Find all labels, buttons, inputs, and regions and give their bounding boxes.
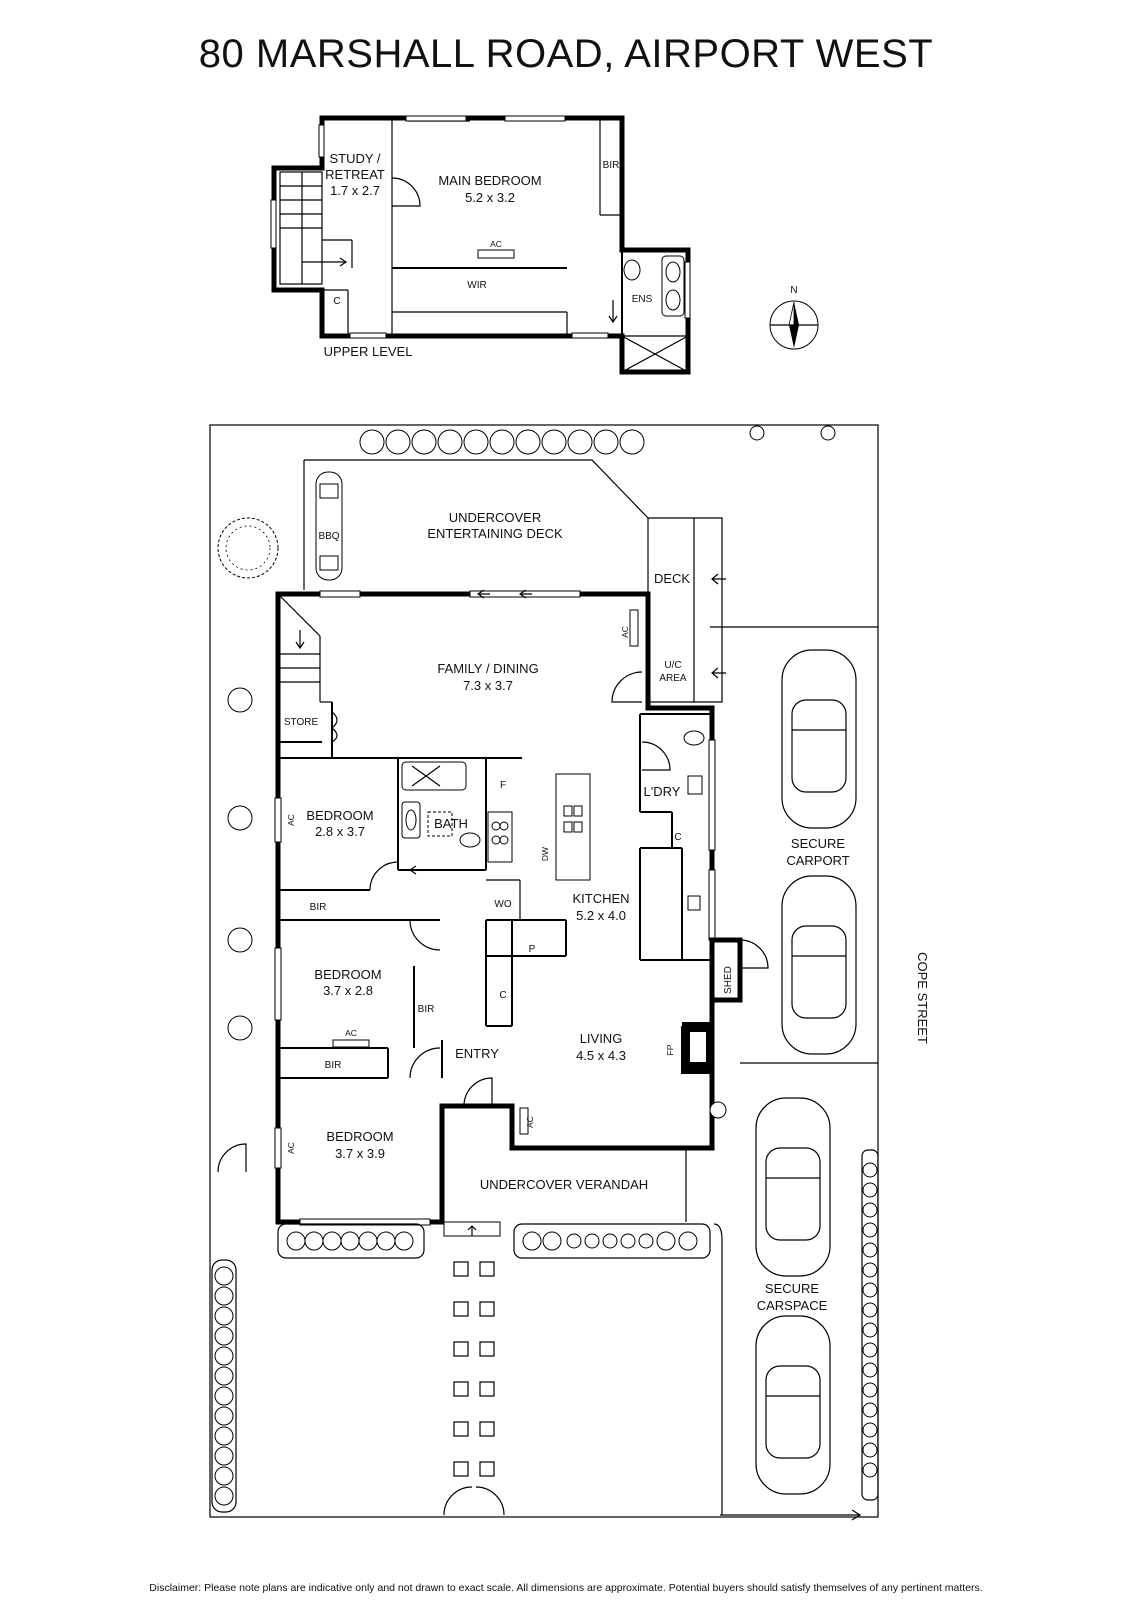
main-bedroom-dims: 5.2 x 3.2 (465, 190, 515, 205)
family-dining-dims: 7.3 x 3.7 (463, 678, 513, 693)
ground-level-plan: BBQ (209, 424, 930, 1521)
wo-label: WO (494, 899, 511, 910)
verandah-label: UNDERCOVER VERANDAH (480, 1177, 648, 1192)
bir1-label: BIR (310, 902, 327, 913)
ac-bed3-label: AC (286, 1142, 296, 1154)
pavers (443, 1261, 505, 1516)
interior-walls (278, 702, 712, 1079)
side-deck-label: DECK (654, 571, 690, 586)
uc-area-label-1: U/C (664, 660, 681, 671)
ac-bed1-label: AC (286, 814, 296, 826)
bbq-unit (315, 471, 343, 581)
carport-label-1: SECURE (791, 836, 846, 851)
laundry-c-label: C (674, 832, 681, 843)
car-2 (781, 875, 857, 1055)
uc-area-label-2: AREA (659, 673, 687, 684)
coat-c-label: C (499, 990, 506, 1001)
ground-stairs (279, 595, 338, 743)
upper-bir-label: BIR (603, 160, 620, 171)
car-4 (755, 1315, 831, 1495)
bath-fixtures (401, 761, 481, 848)
kitchen-label: KITCHEN (572, 891, 629, 906)
upper-level-plan: STUDY / RETREAT 1.7 x 2.7 MAIN BEDROOM 5… (270, 115, 691, 375)
bedroom2-dims: 3.7 x 2.8 (323, 983, 373, 998)
door-swings (217, 671, 769, 1173)
kitchen-dims: 5.2 x 4.0 (576, 908, 626, 923)
car-1 (781, 649, 857, 829)
shed-label: SHED (723, 966, 734, 994)
store-label: STORE (284, 717, 319, 728)
shed (709, 937, 743, 1003)
kitchen-fixtures (486, 730, 705, 920)
ac-family-label: AC (620, 626, 630, 638)
main-bedroom-label: MAIN BEDROOM (438, 173, 541, 188)
bedroom3-dims: 3.7 x 3.9 (335, 1146, 385, 1161)
kitchen-island (555, 773, 591, 881)
study-dims: 1.7 x 2.7 (330, 183, 380, 198)
right-hedge (861, 1149, 879, 1501)
front-hedge (277, 1223, 723, 1515)
entry-label: ENTRY (455, 1046, 499, 1061)
cope-street-label: COPE STREET (915, 952, 930, 1044)
ac-living-label: AC (525, 1116, 535, 1128)
bedroom1-dims: 2.8 x 3.7 (315, 824, 365, 839)
deck-label-1: UNDERCOVER (449, 510, 541, 525)
study-label-2: RETREAT (325, 167, 385, 182)
left-garden-hedge (211, 1259, 237, 1513)
family-dining-label: FAMILY / DINING (437, 661, 538, 676)
large-tree (217, 517, 279, 579)
bedroom1-label: BEDROOM (306, 808, 373, 823)
living-label: LIVING (580, 1031, 623, 1046)
bbq-label: BBQ (318, 531, 339, 542)
plan-title: 80 MARSHALL ROAD, AIRPORT WEST (198, 32, 934, 76)
disclaimer: Disclaimer: Please note plans are indica… (149, 1582, 983, 1594)
pantry-label: P (529, 944, 536, 955)
living-dims: 4.5 x 4.3 (576, 1048, 626, 1063)
car-3 (755, 1097, 831, 1277)
ac-bed2-label: AC (345, 1028, 357, 1038)
bir3-label: BIR (325, 1060, 342, 1071)
property-boundary (209, 424, 879, 1518)
fp-label: FP (665, 1044, 675, 1055)
laundry-label: L'DRY (644, 784, 681, 799)
wir-label: WIR (467, 280, 486, 291)
upper-c-label: C (333, 296, 340, 307)
upper-ac-unit (477, 249, 515, 259)
upper-stairs (279, 171, 353, 285)
carspace-label-2: CARSPACE (757, 1298, 828, 1313)
study-label-1: STUDY / (329, 151, 380, 166)
bath-label: BATH (434, 816, 468, 831)
ensuite-toilet (623, 259, 641, 281)
left-shrubs (227, 687, 253, 1041)
fridge-label: F (500, 780, 506, 791)
upper-level-label: UPPER LEVEL (324, 344, 413, 359)
bedroom3-label: BEDROOM (326, 1129, 393, 1144)
carspace-label-1: SECURE (765, 1281, 820, 1296)
dw-label: DW (540, 847, 550, 861)
carport-label-2: CARPORT (786, 853, 849, 868)
deck-label-2: ENTERTAINING DECK (427, 526, 563, 541)
upper-ac-label: AC (490, 239, 502, 249)
bedroom2-label: BEDROOM (314, 967, 381, 982)
north-compass: N (769, 285, 819, 350)
compass-n-label: N (790, 285, 797, 296)
top-hedge (359, 425, 836, 455)
bir2-label: BIR (418, 1004, 435, 1015)
ens-label: ENS (632, 294, 653, 305)
